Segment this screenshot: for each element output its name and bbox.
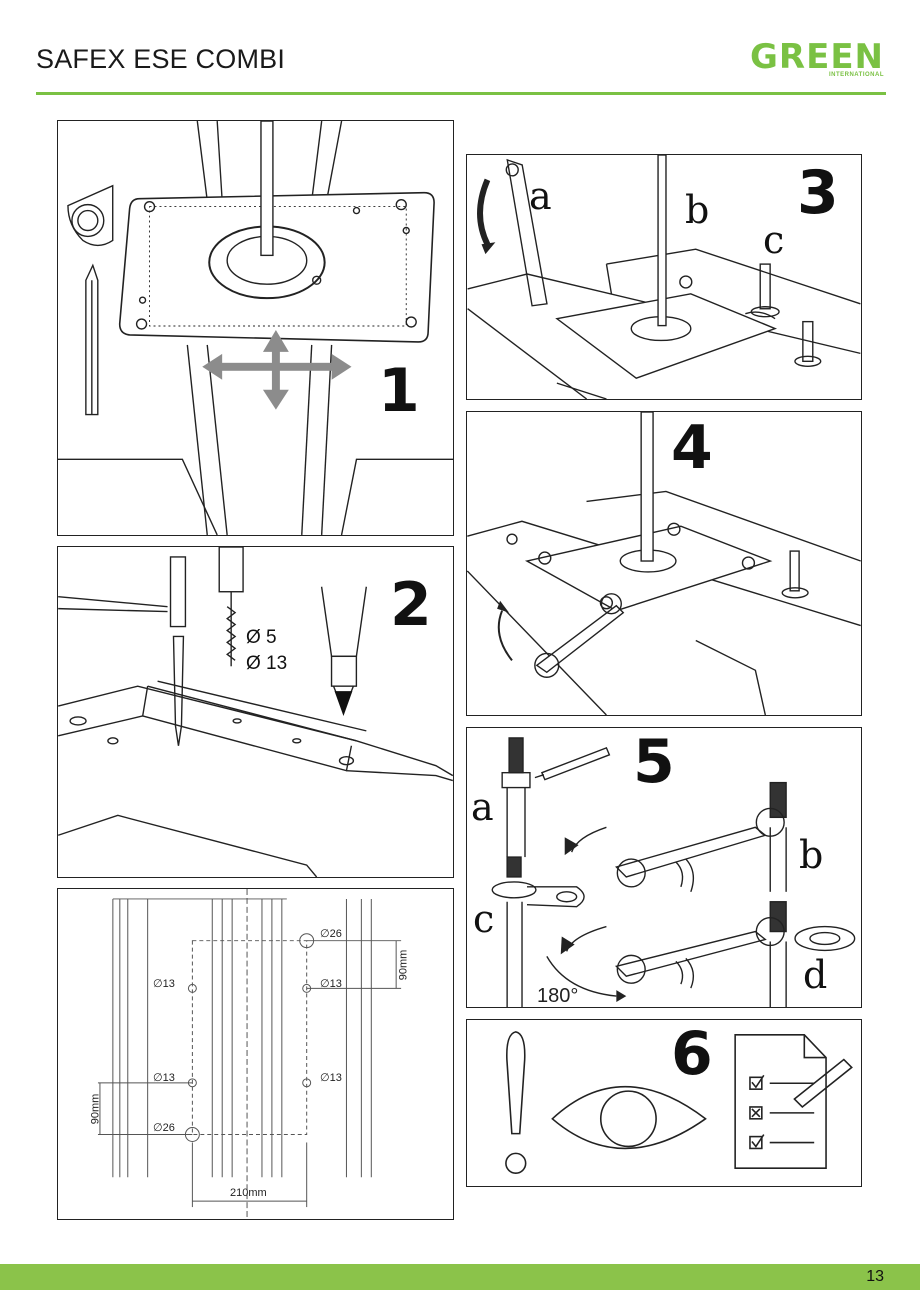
- step-2-panel: 2 Ø 5 Ø 13: [57, 546, 454, 878]
- hole-26-bottom-label: ∅26: [153, 1122, 175, 1134]
- drill-diameter-small: Ø 5: [246, 627, 277, 648]
- checklist-icon: [734, 1034, 827, 1170]
- logo-wordmark: GREEN: [750, 37, 884, 77]
- step-4-panel: 4: [466, 411, 862, 716]
- spacing-left-label: 90mm: [89, 1093, 102, 1125]
- step-5-rotation: 180°: [537, 985, 579, 1007]
- drill-diameter-large: Ø 13: [246, 653, 288, 674]
- step-3-panel: a b c 3: [466, 154, 862, 400]
- step-5-illustration: [491, 737, 856, 1007]
- step-1-illustration: [58, 121, 453, 535]
- hole-13-right-mid-label: ∅13: [320, 1072, 342, 1084]
- document-title: SAFEX ESE COMBI: [36, 44, 286, 74]
- brand-logo: GREEN INTERNATIONAL: [750, 40, 884, 78]
- hole-13-right-top-label: ∅13: [320, 978, 342, 990]
- step-5-label-d: d: [803, 953, 828, 997]
- page-number: 13: [866, 1268, 884, 1285]
- step-5-label-a: a: [471, 785, 494, 829]
- step-3-illustration: [467, 155, 861, 399]
- width-label: 210mm: [230, 1187, 267, 1199]
- footer-bar: [0, 1264, 920, 1290]
- hole-13-left-top-label: ∅13: [153, 978, 175, 990]
- hole-13-left-mid-label: ∅13: [153, 1072, 175, 1084]
- step-5-panel: a b c d 180° 5: [466, 727, 862, 1008]
- step-3-label-b: b: [685, 188, 710, 232]
- step-4-illustration: [467, 412, 861, 715]
- step-5-number: 5: [633, 727, 675, 797]
- step-1-number: 1: [378, 356, 420, 426]
- step-3-label-a: a: [529, 174, 552, 218]
- logo-subtitle: INTERNATIONAL: [828, 72, 884, 78]
- step-3-number: 3: [797, 158, 839, 228]
- exclamation-icon: [506, 1031, 526, 1135]
- step-4-number: 4: [671, 413, 713, 483]
- step-2-number: 2: [390, 570, 432, 640]
- step-3-label-c: c: [763, 218, 785, 262]
- step-2-illustration: [58, 547, 453, 877]
- step-6-number: 6: [671, 1019, 713, 1089]
- step-1-panel: 1: [57, 120, 454, 536]
- step-5-label-c: c: [473, 897, 495, 941]
- drilling-plan-panel: ∅26 ∅13 ∅13 ∅13 ∅13 ∅26 90mm 90mm 210mm: [57, 888, 454, 1220]
- step-5-label-b: b: [799, 833, 824, 877]
- drilling-plan-drawing: [97, 889, 402, 1219]
- eye-icon: [551, 1085, 707, 1150]
- step-6-panel: 6: [466, 1019, 862, 1187]
- step-6-illustration: [505, 1031, 853, 1174]
- header-divider: [36, 92, 886, 95]
- hole-26-top-label: ∅26: [320, 928, 342, 940]
- spacing-right-label: 90mm: [397, 949, 410, 981]
